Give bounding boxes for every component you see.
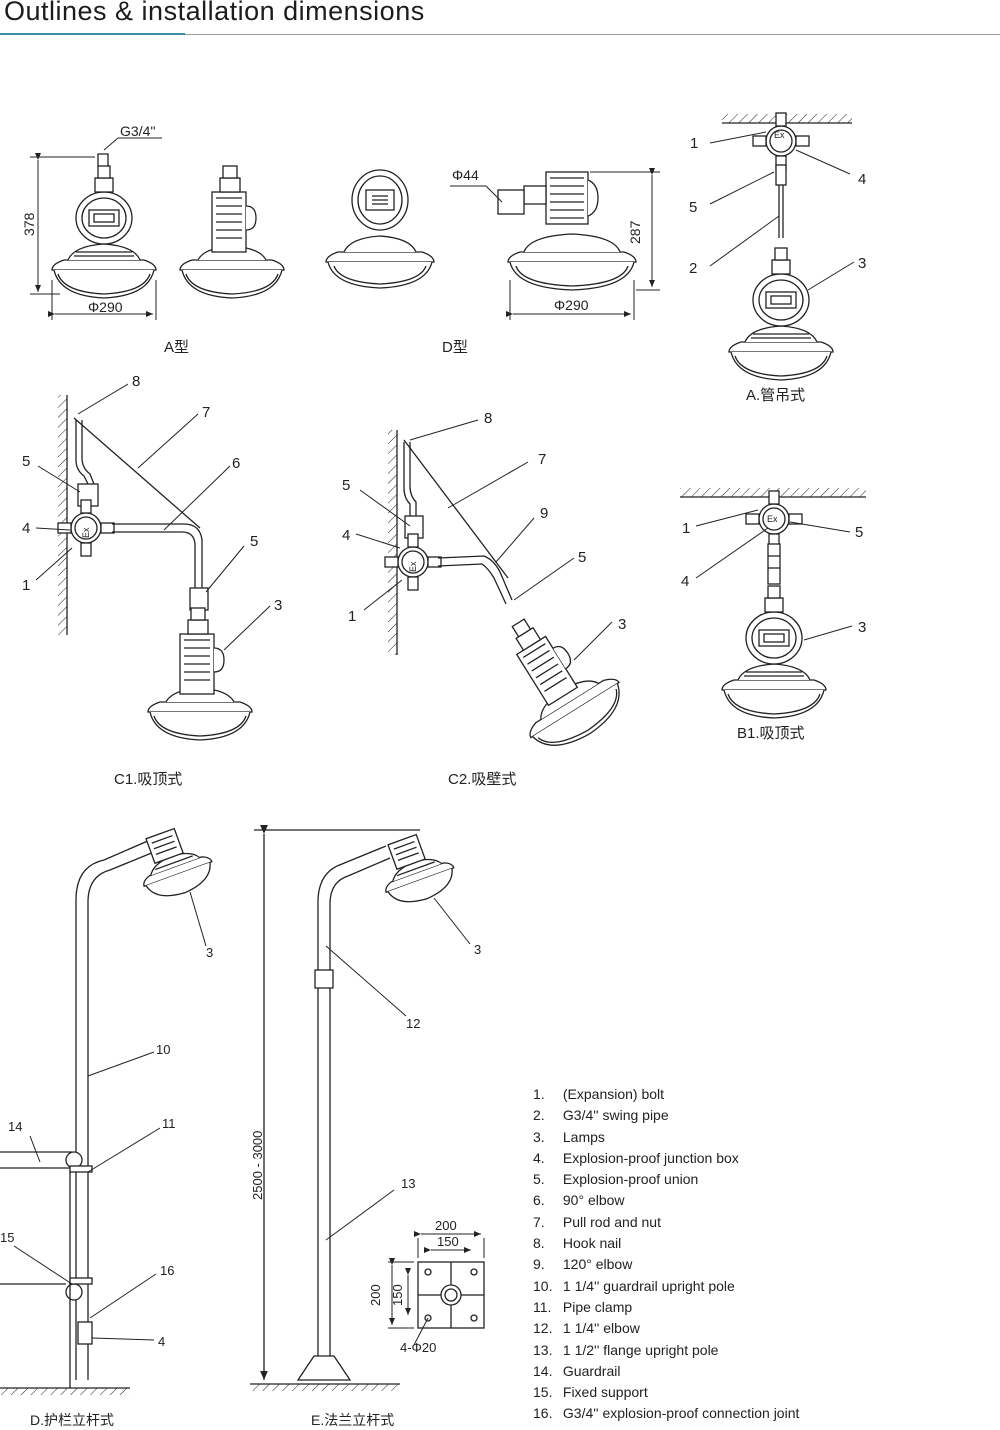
callout-3: 3 [206, 945, 213, 960]
parts-legend: 1. (Expansion) bolt 2. G3/4'' swing pipe… [533, 1084, 799, 1425]
type-d-side-view [497, 171, 637, 291]
callout-1: 1 [690, 135, 698, 152]
callout-8: 8 [132, 373, 140, 390]
dim-flange-inner: 150 [437, 1234, 459, 1249]
callout-5: 5 [22, 453, 30, 470]
ex-mark-c2: Ex [408, 561, 418, 572]
flange-plate-detail [388, 1231, 485, 1346]
legend-item: 1. (Expansion) bolt [533, 1086, 665, 1102]
legend-item: 10. 1 1/4'' guardrail upright pole [533, 1277, 735, 1294]
dim-a-height: 378 [21, 212, 37, 236]
callout-7: 7 [538, 451, 546, 468]
dim-pole-height: 2500 - 3000 [250, 1131, 265, 1200]
b1-ceiling-mount [680, 488, 866, 719]
e-flange-pole-mount [250, 824, 462, 1391]
legend-item: 15. Fixed support [533, 1384, 648, 1401]
callout-11: 11 [162, 1116, 176, 1131]
callout-5: 5 [578, 549, 586, 566]
callout-1: 1 [348, 608, 356, 625]
callout-13: 13 [401, 1176, 415, 1191]
callout-1: 1 [682, 520, 690, 537]
dim-flange-outer-vertical: 200 [368, 1284, 383, 1306]
type-a-side-view [179, 165, 285, 299]
type-a-dimension-lines [30, 137, 162, 320]
callout-9: 9 [540, 505, 548, 522]
ex-mark-pipe-hung: Ex [774, 130, 785, 140]
c2-wall-mount [384, 430, 635, 762]
callout-12: 12 [406, 1016, 420, 1031]
callout-16: 16 [160, 1263, 174, 1278]
legend-item: 9. 120° elbow [533, 1256, 633, 1273]
callout-3: 3 [858, 619, 866, 636]
legend-item: 11. Pipe clamp [533, 1298, 633, 1315]
pipe-hung-mount [722, 112, 852, 381]
legend-item: 3. Lamps [533, 1128, 605, 1145]
title-accent-rule [0, 33, 185, 35]
caption-pipe-hung: A.管吊式 [746, 387, 806, 404]
caption-d-guardrail: D.护栏立杆式 [30, 1412, 114, 1428]
callout-3: 3 [474, 942, 481, 957]
callout-4: 4 [342, 527, 350, 544]
d-guardrail-pole-mount [0, 827, 220, 1395]
caption-c2: C2.吸壁式 [448, 771, 517, 788]
dim-flange-holes: 4-Φ20 [400, 1340, 436, 1355]
callout-5: 5 [855, 524, 863, 541]
callout-1: 1 [22, 577, 30, 594]
ex-mark-b1: Ex [767, 514, 778, 524]
dim-d-diameter: Φ290 [554, 297, 589, 313]
callout-7: 7 [202, 404, 210, 421]
dim-flange-inner-vertical: 150 [390, 1284, 405, 1306]
dim-a-thread: G3/4'' [120, 123, 156, 139]
callout-2: 2 [689, 260, 697, 277]
dim-a-diameter: Φ290 [88, 299, 123, 315]
dim-d-height: 287 [627, 220, 643, 244]
callout-5: 5 [342, 477, 350, 494]
callout-5: 5 [689, 199, 697, 216]
title-divider [185, 34, 1000, 35]
caption-type-d: D型 [442, 339, 468, 356]
callout-4: 4 [158, 1334, 165, 1349]
callout-3: 3 [858, 255, 866, 272]
dim-d-conduit: Φ44 [452, 167, 479, 183]
callout-15: 15 [0, 1230, 14, 1245]
dim-flange-outer: 200 [435, 1218, 457, 1233]
callout-3: 3 [274, 597, 282, 614]
legend-item: 7. Pull rod and nut [533, 1213, 661, 1230]
type-a-front-view [51, 153, 157, 299]
caption-e-flange: E.法兰立杆式 [311, 1412, 395, 1428]
legend-item: 5. Explosion-proof union [533, 1171, 699, 1188]
callout-5: 5 [250, 533, 258, 550]
leader-lines [13, 131, 855, 1341]
legend-item: 12. 1 1/4'' elbow [533, 1320, 640, 1337]
legend-item: 16. G3/4'' explosion-proof connection jo… [533, 1405, 800, 1422]
callout-3: 3 [618, 616, 626, 633]
caption-b1: B1.吸顶式 [737, 725, 805, 742]
callout-14: 14 [8, 1119, 22, 1134]
caption-c1: C1.吸顶式 [114, 771, 183, 788]
legend-item: 8. Hook nail [533, 1235, 622, 1252]
legend-item: 2. G3/4'' swing pipe [533, 1107, 669, 1124]
legend-item: 13. 1 1/2'' flange upright pole [533, 1341, 719, 1358]
callout-8: 8 [484, 410, 492, 427]
callout-10: 10 [156, 1042, 170, 1057]
c1-wall-ceiling-mount [57, 395, 253, 741]
callout-4: 4 [22, 520, 30, 537]
type-d-front-view [325, 169, 435, 289]
callout-4: 4 [858, 171, 866, 188]
legend-item: 4. Explosion-proof junction box [533, 1149, 739, 1166]
callout-6: 6 [232, 455, 240, 472]
caption-type-a: A型 [164, 339, 190, 356]
legend-item: 6. 90° elbow [533, 1192, 625, 1209]
legend-item: 14. Guardrail [533, 1362, 621, 1379]
type-d-dimension-lines [450, 168, 660, 320]
ex-mark-c1: Ex [81, 527, 91, 538]
page-title: Outlines & installation dimensions [4, 0, 425, 26]
callout-4: 4 [681, 573, 689, 590]
